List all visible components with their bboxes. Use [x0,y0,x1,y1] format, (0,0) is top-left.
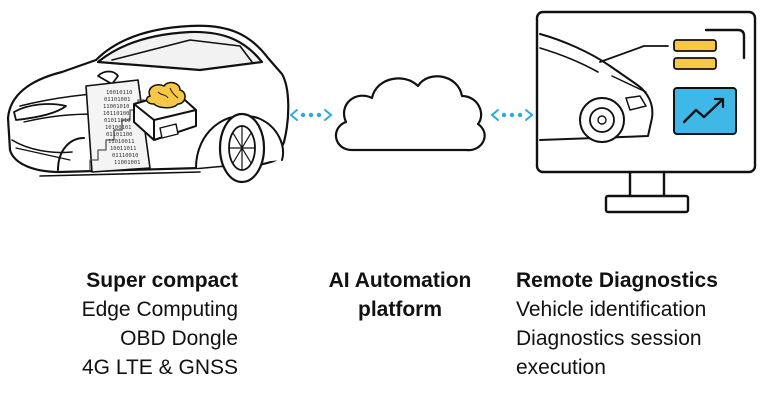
binary-row: 10110100 [103,111,130,117]
platform-description: AI Automation platform [300,266,500,324]
edge-device-title: Super compact [86,269,238,292]
binary-row: 01101100 [106,132,133,138]
remote-diagnostics-title: Remote Diagnostics [516,269,718,292]
remote-diagnostics-line: Vehicle identification [516,298,707,321]
binary-row: 11001001 [114,160,141,166]
binary-row: 10011011 [110,146,137,152]
connector-arrow-right [490,109,534,121]
edge-device-line: 4G LTE & GNSS [82,356,238,379]
binary-row: 01110010 [112,153,139,159]
remote-diagnostics-line: Diagnostics session [516,327,702,350]
binary-row: 11001010 [103,104,130,110]
binary-code-pattern: 10010110 01101001 11001010 10110100 0101… [103,90,141,166]
car-front-icon [539,33,669,143]
brain-chip-icon [145,81,186,109]
edge-device-line: OBD Dongle [120,327,238,350]
edge-device-line: Edge Computing [81,298,238,321]
binary-row: 11010011 [108,139,135,145]
platform-title-line: AI Automation [328,269,472,292]
edge-device-description: Super compact Edge Computing OBD Dongle … [82,266,238,382]
remote-diagnostics-line: execution [516,356,606,379]
connector-arrow-left [290,109,333,121]
remote-diagnostics-description: Remote Diagnostics Vehicle identificatio… [516,266,718,382]
diagram-artwork: 10010110 01101001 11001010 10110100 0101… [6,10,757,214]
binary-row: 10010110 [106,90,133,96]
status-bars-icon [673,39,717,70]
binary-row: 01011010 [104,118,131,124]
trend-chart-icon [673,87,737,135]
platform-title-line: platform [358,298,442,321]
binary-row: 10100101 [105,125,132,131]
binary-row: 01101001 [104,97,131,103]
cloud-icon [335,75,486,152]
